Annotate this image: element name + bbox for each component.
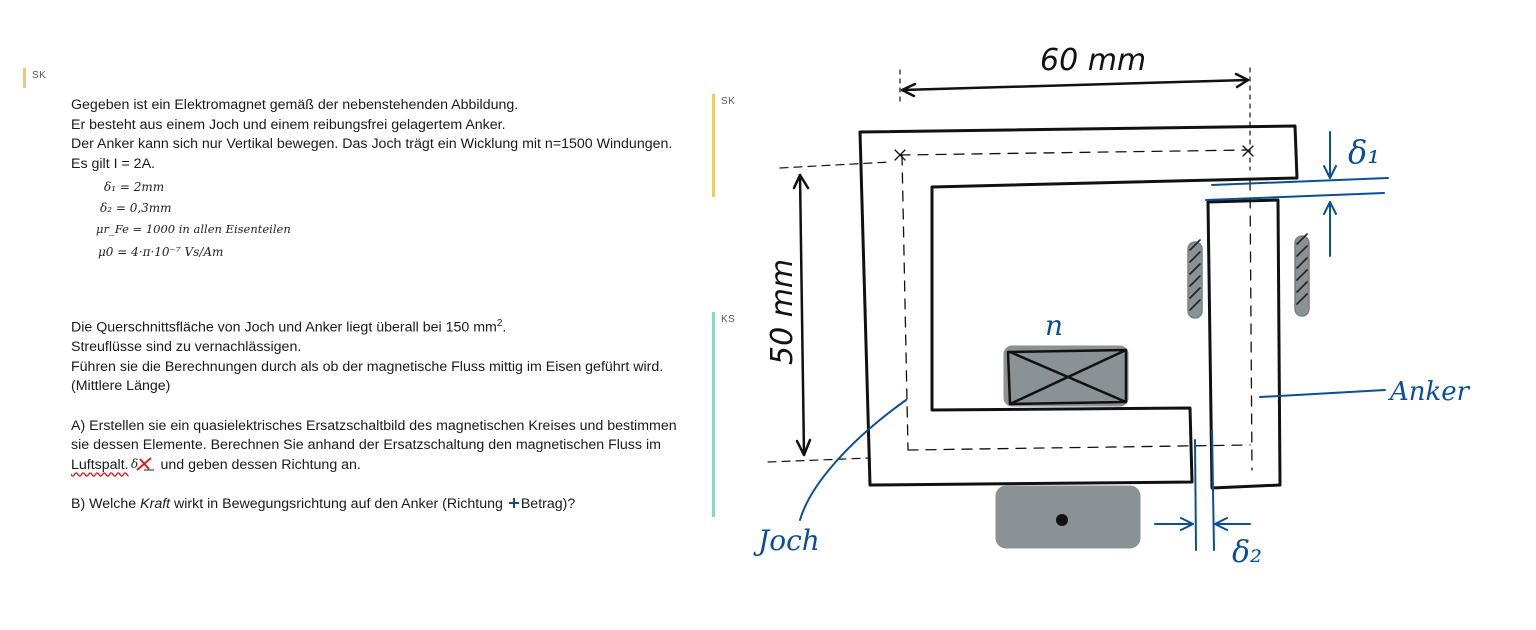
intro-line: Gegeben ist ein Elektromagnet gemäß der … bbox=[71, 97, 519, 113]
given-d1: δ₁ = 2mm bbox=[104, 180, 164, 194]
height-label: 50 mm bbox=[765, 259, 800, 365]
intro-line: Der Anker kann sich nur Vertikal bewegen… bbox=[71, 136, 673, 152]
area-end: . bbox=[502, 319, 507, 336]
intro-line: Es gilt I = 2A. bbox=[71, 155, 155, 172]
width-dimension: 60 mm bbox=[899, 43, 1251, 171]
given-mu0: μ0 = 4·π·10⁻⁷ Vs/Am bbox=[98, 245, 223, 259]
intro-line: Er besteht aus einem Joch und einem reib… bbox=[71, 116, 506, 133]
comment-label: SK bbox=[721, 96, 736, 107]
area-sup: 2 bbox=[496, 318, 503, 329]
question-a-text-end: und geben dessen Richtung an. bbox=[156, 456, 361, 473]
handwritten-plus-icon bbox=[508, 498, 519, 509]
joch-annotation: Joch bbox=[753, 399, 907, 557]
given-mur: μr_Fe = 1000 in allen Eisenteilen bbox=[96, 222, 291, 236]
joch-yoke bbox=[858, 124, 1299, 487]
spelling-underline: Luftspalt. bbox=[71, 456, 129, 473]
delta2-label: δ₂ bbox=[1232, 535, 1262, 570]
comment-bar bbox=[712, 94, 715, 197]
comment-marker-sk[interactable]: SK bbox=[23, 68, 46, 88]
intro-text: Gegeben ist ein Elektromagnet gemäß der … bbox=[71, 96, 691, 274]
question-a-text: A) Erstellen sie ein quasielektrisches E… bbox=[71, 417, 677, 454]
delta1-label: δ₁ bbox=[1348, 133, 1380, 171]
question-a: A) Erstellen sie ein quasielektrisches E… bbox=[71, 417, 691, 476]
question-b-text-end: Betrag)? bbox=[520, 496, 576, 513]
coil-label: n bbox=[1045, 309, 1063, 342]
stray-line: Streuflüsse sind zu vernachlässigen. bbox=[71, 339, 302, 356]
joch-label: Joch bbox=[753, 524, 820, 557]
comment-marker-ks[interactable]: KS bbox=[712, 312, 735, 517]
delta1-dimension: δ₁ bbox=[1205, 131, 1389, 257]
width-label: 60 mm bbox=[1040, 43, 1146, 78]
anker-annotation: Anker bbox=[1259, 377, 1471, 407]
electromagnet-figure: 60 mm 50 mm bbox=[740, 30, 1530, 620]
question-b-italic: Kraft bbox=[140, 496, 171, 513]
comment-bar bbox=[712, 312, 715, 517]
anker-label: Anker bbox=[1388, 377, 1471, 407]
height-dimension: 50 mm bbox=[765, 161, 891, 463]
comment-marker-sk-2[interactable]: SK bbox=[712, 94, 735, 197]
handwritten-delta-strike: δ bbox=[131, 457, 154, 471]
question-b: B) Welche Kraft wirkt in Bewegungsrichtu… bbox=[71, 495, 691, 515]
coil-winding: n bbox=[995, 309, 1141, 549]
area-line: Die Querschnittsfläche von Joch und Anke… bbox=[71, 314, 691, 338]
svg-text:δ: δ bbox=[131, 457, 138, 471]
comment-label: SK bbox=[32, 70, 47, 81]
question-b-text-mid: wirkt in Bewegungsrichtung auf den Anker… bbox=[170, 496, 507, 513]
given-d2: δ₂ = 0,3mm bbox=[100, 201, 172, 215]
delta2-dimension: δ₂ bbox=[1154, 429, 1262, 570]
area-text: Die Querschnittsfläche von Joch und Anke… bbox=[71, 319, 497, 336]
comment-bar bbox=[23, 68, 26, 88]
handwritten-given-values: δ₁ = 2mm δ₂ = 0,3mm μr_Fe = 1000 in alle… bbox=[96, 174, 691, 274]
conductor-dot bbox=[1056, 514, 1068, 526]
question-b-text: B) Welche bbox=[71, 496, 141, 513]
mean-length-line: Führen sie die Berechnungen durch als ob… bbox=[71, 358, 664, 395]
task-text: Die Querschnittsfläche von Joch und Anke… bbox=[71, 314, 691, 515]
anker-armature bbox=[1187, 179, 1310, 490]
comment-label: KS bbox=[721, 314, 736, 325]
